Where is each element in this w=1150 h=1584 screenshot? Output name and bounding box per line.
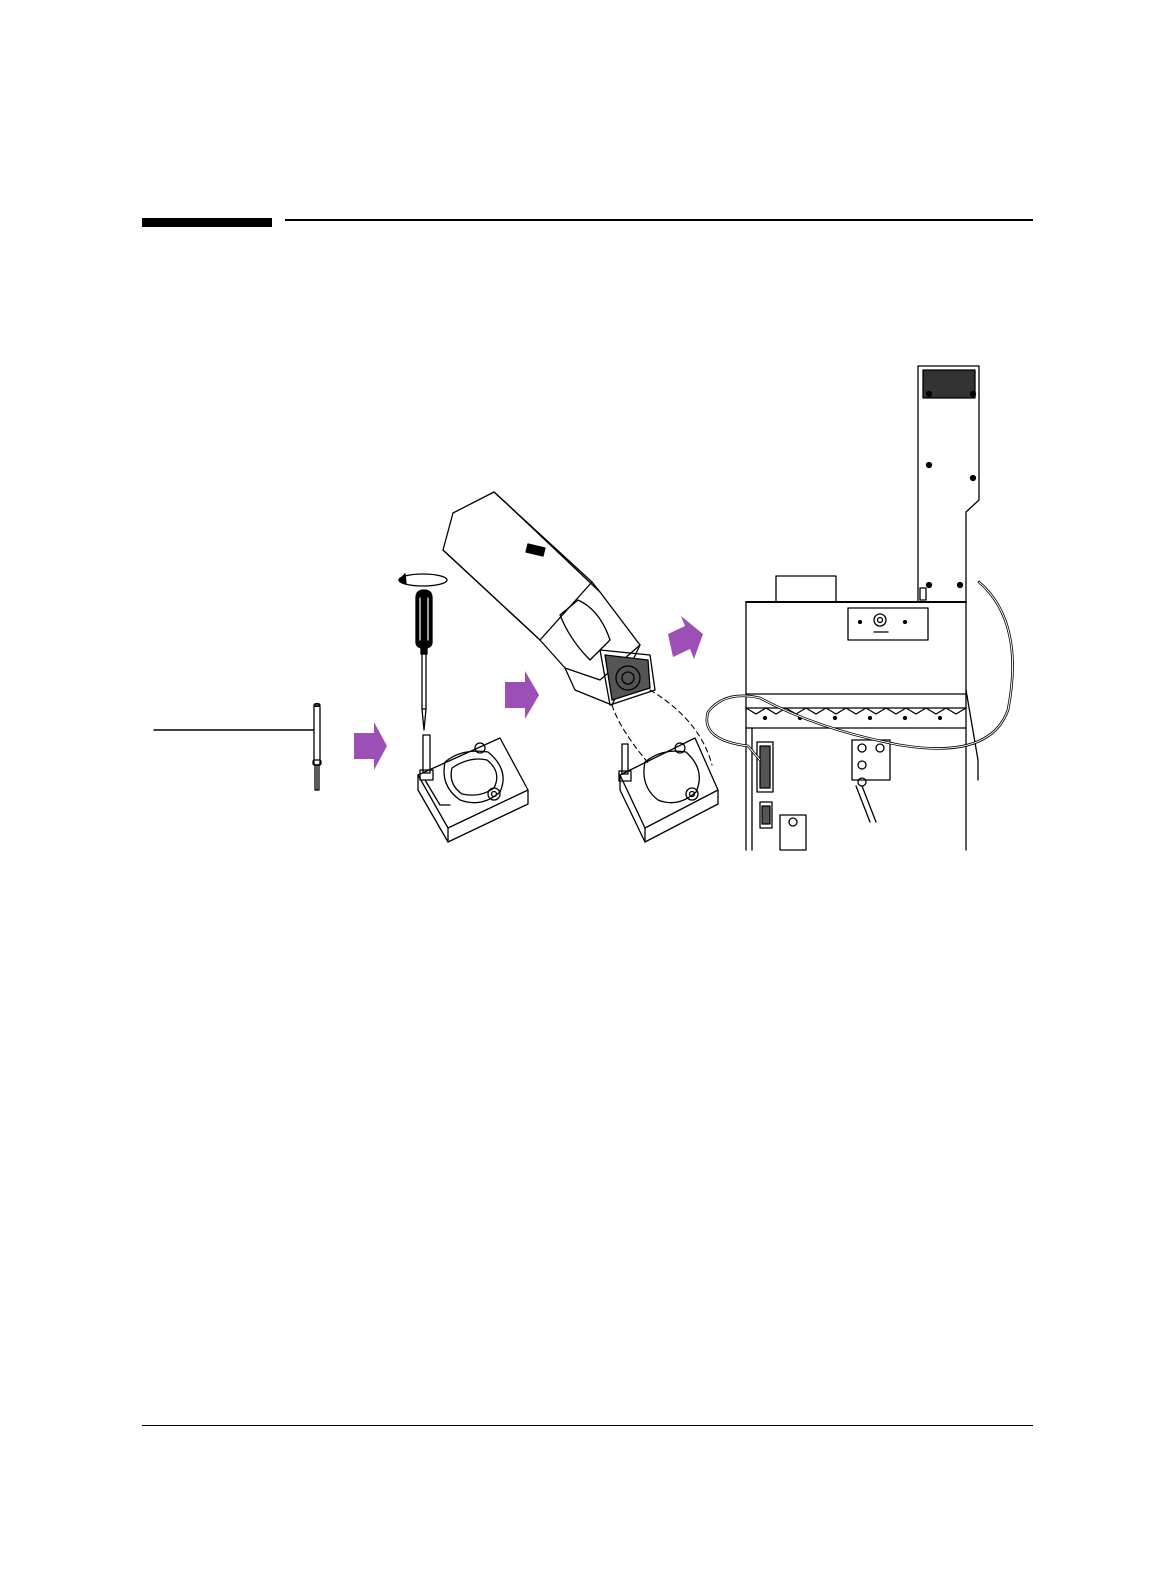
- reagent-cartridge-icon: [443, 492, 655, 705]
- screwdriver-icon: [416, 590, 432, 730]
- footer-rule: [142, 1425, 1033, 1426]
- mounting-base-icon: [418, 735, 528, 842]
- arrow-base-to-assembly: [505, 671, 539, 719]
- instrument-icon: [707, 366, 1013, 850]
- arrow-pin-to-base: [354, 722, 387, 770]
- guide-pin-icon: [313, 704, 321, 791]
- mounting-base-icon: [619, 738, 718, 842]
- arrow-assembly-to-instrument: [668, 616, 703, 659]
- rotation-arrow-icon: [399, 574, 447, 586]
- insertion-path: [612, 705, 650, 765]
